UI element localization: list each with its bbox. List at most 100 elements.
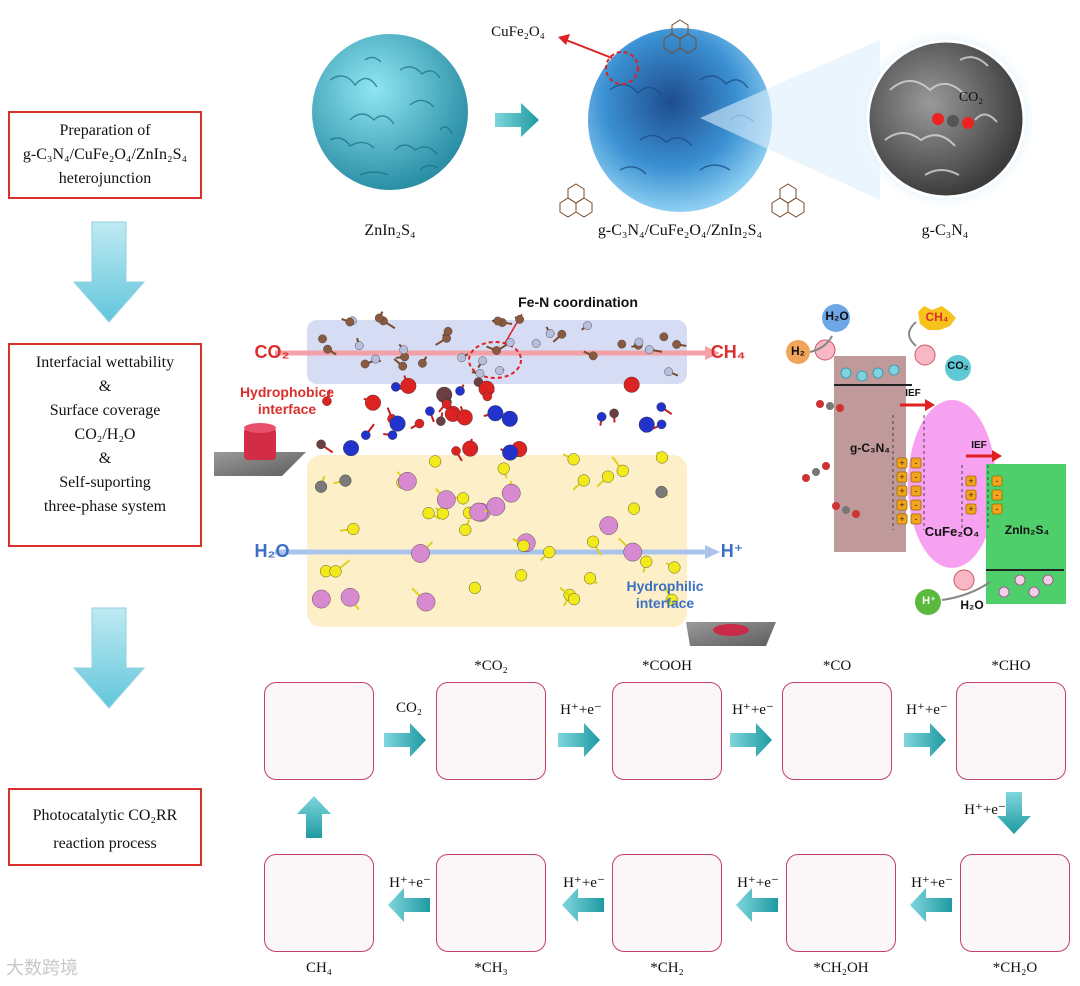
atom (361, 430, 371, 440)
atom (487, 405, 504, 422)
hydrophilic-label: Hydrophilic interface (620, 578, 710, 612)
atom (429, 455, 442, 468)
atom (543, 546, 556, 559)
atom (515, 315, 524, 324)
ief-label-1: IEF (905, 388, 921, 399)
svg-text:+: + (968, 490, 973, 500)
pathway-tile-top-3 (782, 682, 892, 780)
atom (659, 332, 669, 342)
wett-line-2: & (98, 378, 112, 395)
photocatalytic-box: Photocatalytic CO₂RR reaction process (8, 788, 202, 866)
atom (644, 345, 654, 354)
pathway-tile-bottom-0 (264, 854, 374, 952)
atom (418, 358, 427, 368)
atom (455, 386, 465, 396)
atom (469, 502, 488, 522)
svg-text:-: - (915, 472, 918, 482)
intermediate-label: *CH₂OH (813, 960, 869, 976)
atom (495, 366, 504, 375)
atom (557, 329, 567, 339)
ch4-out-label: CH₄ (710, 342, 746, 362)
prep-line-3: heterojunction (58, 170, 152, 187)
atom (577, 474, 590, 487)
atom (441, 399, 452, 409)
svg-text:-: - (996, 490, 999, 500)
step-label: CO₂ (395, 700, 423, 716)
hydrophobic-line-2: interface (257, 401, 317, 417)
atom (640, 555, 653, 568)
atom (398, 361, 408, 371)
atom (587, 535, 600, 548)
step-label: H⁺+e⁻ (389, 875, 431, 891)
pathway-tile-bottom-3 (786, 854, 896, 952)
ief-label-2: IEF (971, 440, 987, 451)
znins-label: ZnIn₂S₄ (364, 222, 416, 239)
atom (502, 444, 519, 461)
band-co2-label: CO₂ (947, 360, 969, 372)
atom (391, 382, 401, 392)
gcn-zoom-image (854, 27, 1038, 211)
atom (436, 416, 446, 426)
atom (416, 592, 436, 612)
atom (616, 464, 629, 477)
band-znins-label: ZnIn₂S₄ (1004, 523, 1050, 537)
band-h2o-label: H₂O (825, 309, 849, 323)
step-label: H⁺+e⁻ (964, 802, 1006, 818)
intermediate-label: *CH₂ (650, 960, 684, 976)
band-diagram: +++++ ----- +++ --- (786, 304, 1066, 615)
atom (398, 472, 417, 491)
atom (478, 356, 487, 366)
atom (312, 589, 331, 609)
atom (414, 418, 425, 429)
atom (655, 485, 668, 499)
atom (668, 561, 681, 574)
atom (436, 507, 449, 520)
co2-zoom-label: CO₂ (958, 90, 984, 105)
zoom-beam (700, 40, 880, 200)
step-label: H⁺+e⁻ (911, 875, 953, 891)
flow-arrow-1 (72, 221, 146, 323)
pathway-tile-bottom-1 (436, 854, 546, 952)
step-label: H⁺+e⁻ (560, 702, 602, 718)
atom (672, 340, 681, 349)
atom (374, 313, 384, 323)
wett-line-7: three-phase system (43, 498, 167, 515)
intermediate-label: *CH₂O (992, 960, 1038, 976)
atom (656, 419, 667, 430)
atom (354, 341, 364, 351)
atom (601, 470, 615, 483)
atom (638, 416, 655, 433)
znins-sphere-image (312, 34, 468, 190)
photo-line-1: Photocatalytic CO₂RR (32, 807, 178, 824)
atom (567, 453, 580, 466)
atom (400, 377, 417, 394)
atom (364, 394, 381, 411)
atom (609, 408, 619, 419)
atom (627, 502, 640, 515)
band-hplus-label: H⁺ (922, 595, 936, 607)
wett-line-6: Self-suporting (59, 474, 151, 491)
preparation-box: Preparation of g-C₃N₄/CuFe₂O₄/ZnIn₂S₄ he… (8, 111, 202, 199)
flow-arrow-2 (72, 607, 146, 709)
atom (623, 376, 640, 393)
hydrophilic-line-2: interface (635, 595, 695, 611)
co2-in-label: CO₂ (254, 342, 290, 362)
atom (316, 439, 326, 450)
h2o-in-label: H₂O (254, 541, 290, 561)
svg-text:+: + (968, 476, 973, 486)
composite-label: g-C₃N₄/CuFe₂O₄/ZnIn₂S₄ (597, 222, 763, 239)
hydrophobic-line-1: Hydrophobice (239, 384, 335, 400)
svg-text:+: + (968, 504, 973, 514)
band-h2o-bottom-label: H₂O (960, 598, 984, 612)
svg-text:-: - (915, 458, 918, 468)
band-gcn-label: g-C₃N₄ (850, 441, 890, 455)
wett-line-1: Interfacial wettability (35, 354, 175, 371)
atom (492, 346, 501, 355)
atom (411, 544, 430, 563)
wett-line-3: Surface coverage (49, 402, 161, 419)
atom (340, 587, 360, 607)
atom (656, 402, 667, 412)
atom (400, 352, 409, 362)
atom (497, 462, 510, 475)
atom (389, 415, 406, 432)
